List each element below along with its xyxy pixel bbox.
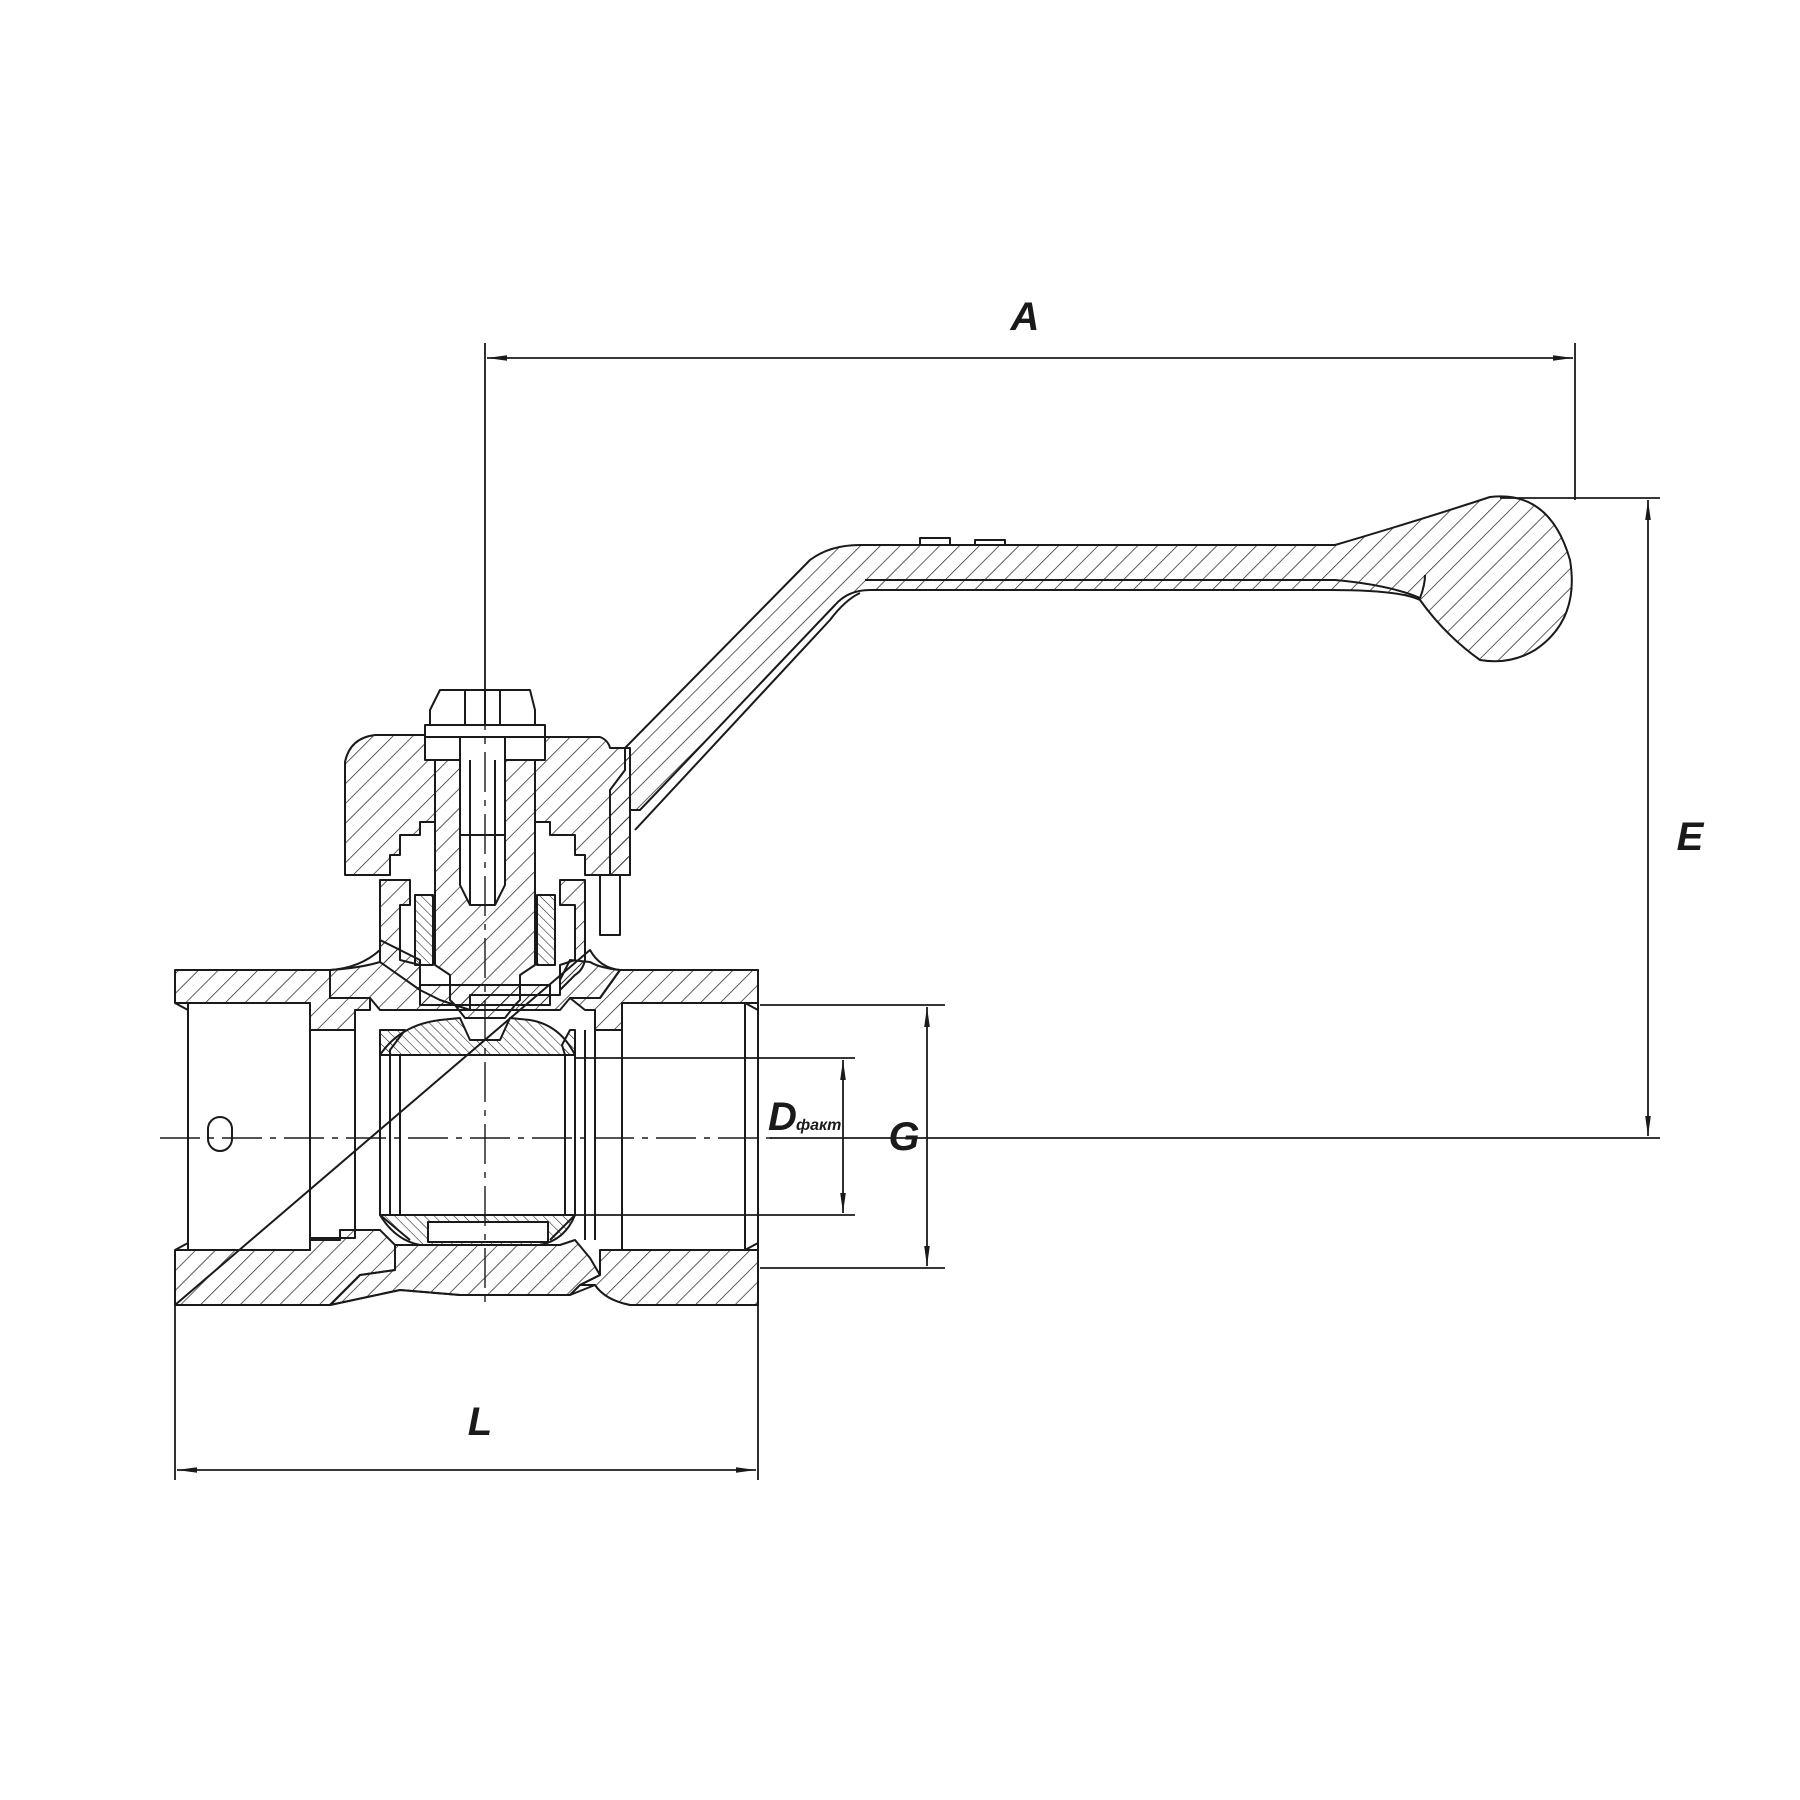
seat-left	[379, 1029, 406, 1056]
label-E: E	[1677, 815, 1705, 859]
stem-bolt	[459, 734, 506, 906]
ball-top	[379, 1017, 576, 1056]
packing-left	[414, 894, 434, 966]
handle-hub	[344, 734, 436, 876]
label-G: G	[888, 1115, 919, 1159]
neck-left	[379, 879, 421, 991]
valve-body	[174, 900, 759, 1306]
handle	[344, 495, 1573, 936]
left-port	[187, 1002, 311, 1251]
handle-hub-right	[534, 736, 631, 876]
handle-grip-line	[865, 574, 1426, 599]
packing-right	[536, 894, 556, 966]
label-A: A	[1010, 295, 1040, 339]
dimensions	[174, 343, 1660, 1480]
center-lines	[160, 690, 780, 1310]
ball-assembly	[379, 1017, 596, 1246]
handle-stop	[919, 537, 1006, 545]
stem-collar	[419, 984, 551, 1006]
label-L: L	[468, 1400, 492, 1444]
ball-bottom-slot	[427, 1221, 549, 1243]
seat-right	[561, 1029, 576, 1056]
ball-bore	[379, 1054, 576, 1216]
handle-lever	[609, 495, 1573, 876]
label-D-subscript: факт	[796, 1117, 841, 1134]
dimension-labels: A E G L D факт	[468, 295, 1705, 1444]
top-nut	[429, 689, 536, 726]
label-D: D	[768, 1095, 797, 1139]
neck-right	[559, 879, 586, 991]
port-slot	[207, 1116, 233, 1152]
right-port	[621, 1002, 746, 1251]
left-insert	[309, 1029, 356, 1239]
